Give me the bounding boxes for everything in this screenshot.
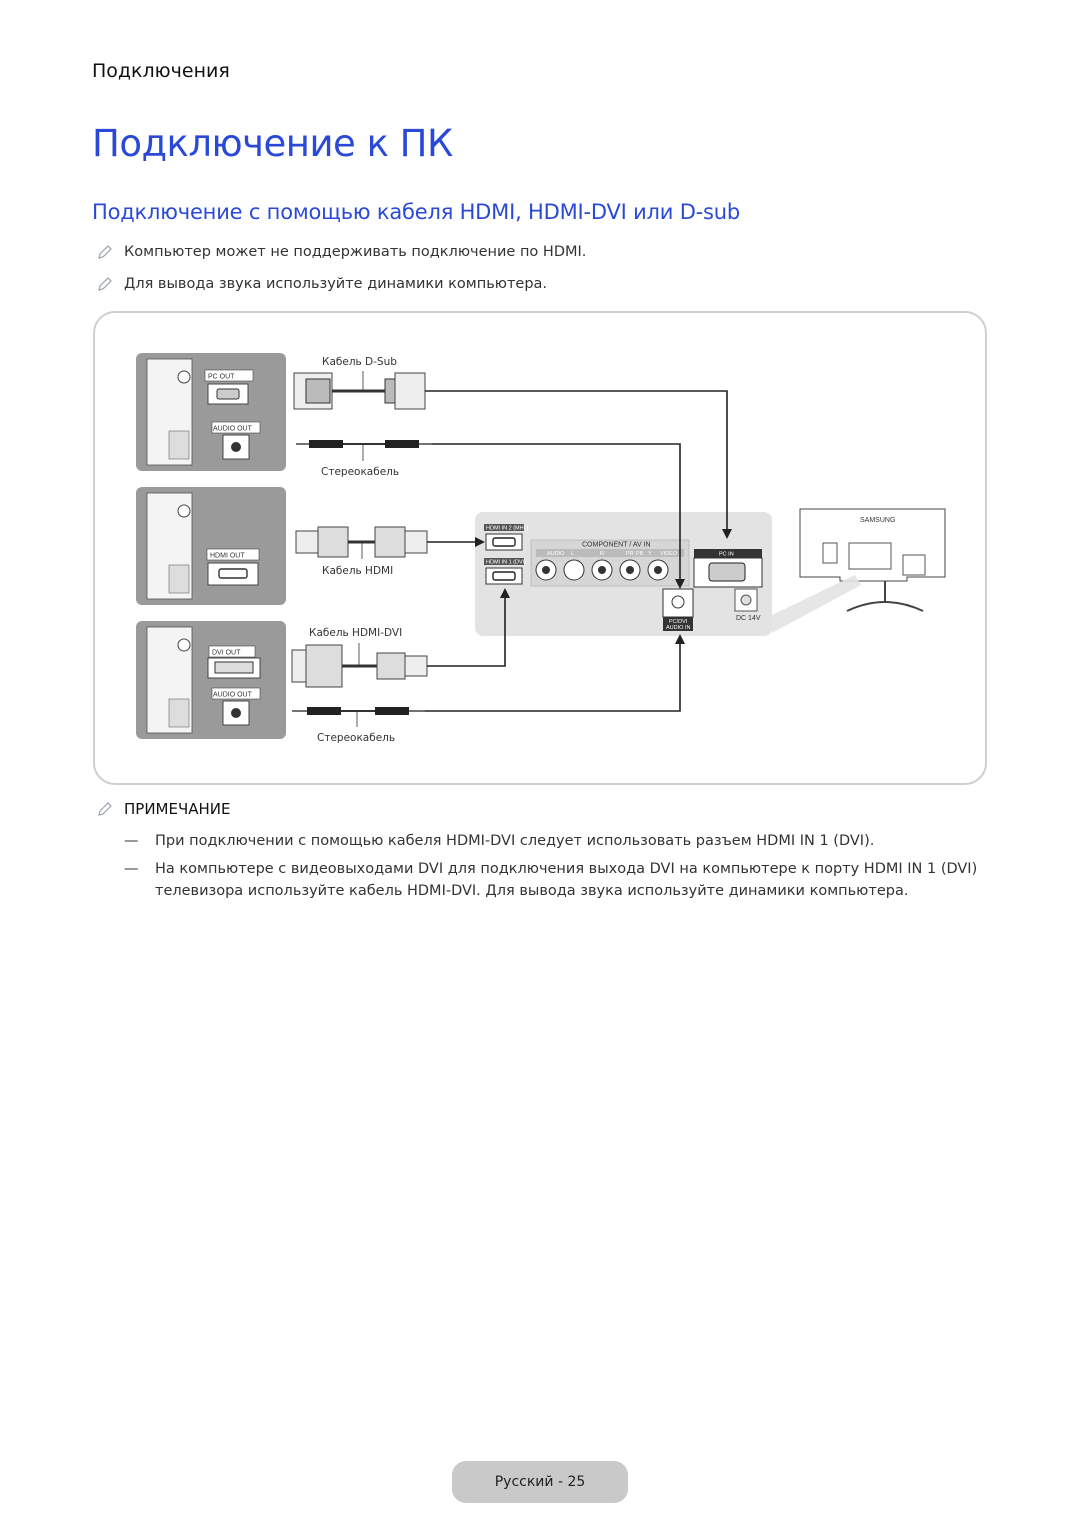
- stereo-cable-label: Стереокабель: [317, 732, 395, 744]
- dsub-cable-label: Кабель D-Sub: [322, 356, 397, 368]
- page-title: Подключение к ПК: [92, 122, 453, 165]
- connection-diagram-svg: PC OUT AUDIO OUT HDMI OUT DVI OUT: [136, 353, 946, 744]
- tv-connector-panel: HDMI IN 2 (MHL) HDMI IN 1 (DVI) COMPONEN…: [475, 512, 772, 636]
- pc-dvi-label: PC/DVI: [669, 619, 688, 625]
- tv-rear-illustration: SAMSUNG: [772, 508, 946, 633]
- hdmi-dvi-cable: Кабель HDMI-DVI: [291, 627, 428, 688]
- dvi-out-label: DVI OUT: [212, 650, 241, 657]
- hdmi-cable: Кабель HDMI: [295, 526, 428, 577]
- hdmi-cable-label: Кабель HDMI: [322, 565, 393, 577]
- stereo-cable-bottom: Стереокабель: [292, 707, 425, 744]
- tip-text: Для вывода звука используйте динамики ко…: [124, 276, 548, 292]
- arrow-heads: [475, 529, 732, 644]
- note-heading: ПРИМЕЧАНИЕ: [96, 800, 231, 818]
- dash-bullet: —: [124, 861, 139, 877]
- note-text: При подключении с помощью кабеля HDMI-DV…: [155, 833, 875, 849]
- page-number-badge: Русский - 25: [452, 1461, 628, 1503]
- pc-out-label: PC OUT: [208, 374, 235, 381]
- section-label: Подключения: [92, 60, 230, 82]
- connection-lines: [425, 390, 728, 712]
- tip-sound: Для вывода звука используйте динамики ко…: [96, 275, 547, 293]
- hdmi-in-1-label: HDMI IN 1 (DVI): [486, 560, 526, 566]
- pc-in-label: PC IN: [719, 552, 734, 558]
- pc-panel-dvi: DVI OUT AUDIO OUT: [136, 621, 286, 739]
- r-label: R: [600, 551, 604, 557]
- pc-panel-hdmi: HDMI OUT: [136, 487, 286, 605]
- tip-hdmi-support: Компьютер может не поддерживать подключе…: [96, 243, 586, 261]
- section-subtitle: Подключение с помощью кабеля HDMI, HDMI-…: [92, 200, 741, 224]
- note-item: — На компьютере с видеовыходами DVI для …: [124, 858, 994, 902]
- hdmi-out-label: HDMI OUT: [210, 553, 245, 560]
- connection-diagram: PC OUT AUDIO OUT HDMI OUT DVI OUT: [93, 311, 987, 785]
- samsung-logo: SAMSUNG: [860, 517, 895, 524]
- note-text: На компьютере с видеовыходами DVI для по…: [155, 861, 978, 899]
- hdmi-in-2-label: HDMI IN 2 (MHL): [486, 526, 529, 532]
- stereo-cable-label: Стереокабель: [321, 466, 399, 478]
- l-label: L: [571, 551, 574, 557]
- y-label: Y: [648, 551, 652, 557]
- audio-out-label: AUDIO OUT: [213, 426, 253, 433]
- pb-label: PB: [636, 551, 644, 557]
- pc-panel-dsub: PC OUT AUDIO OUT: [136, 353, 286, 471]
- pencil-icon: [98, 277, 112, 291]
- tip-text: Компьютер может не поддерживать подключе…: [124, 244, 587, 260]
- audio-in-label: AUDIO IN: [666, 625, 690, 631]
- stereo-cable-top: Стереокабель: [296, 440, 432, 478]
- audio-out-label: AUDIO OUT: [213, 692, 253, 699]
- pencil-icon: [98, 802, 112, 816]
- dash-bullet: —: [124, 833, 139, 849]
- note-heading-text: ПРИМЕЧАНИЕ: [124, 800, 231, 818]
- dc-label: DC 14V: [736, 615, 761, 622]
- dsub-cable: Кабель D-Sub: [293, 356, 426, 410]
- video-label: VIDEO: [660, 551, 678, 557]
- hdmi-dvi-cable-label: Кабель HDMI-DVI: [309, 627, 402, 639]
- pr-label: PR: [626, 551, 634, 557]
- audio-label: AUDIO: [547, 551, 565, 557]
- note-item: — При подключении с помощью кабеля HDMI-…: [124, 830, 994, 852]
- component-label: COMPONENT / AV IN: [582, 542, 651, 549]
- pencil-icon: [98, 245, 112, 259]
